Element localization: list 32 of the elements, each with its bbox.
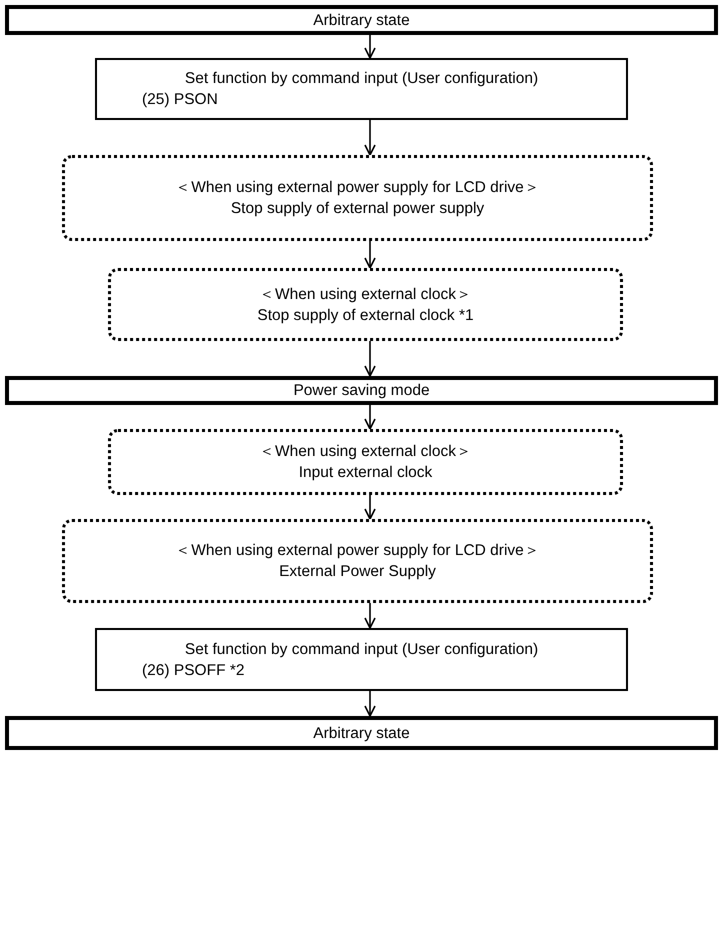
optional-step-box: [62, 519, 653, 603]
state-box: [5, 716, 718, 750]
condition-label: ＜When using external clock＞: [259, 442, 472, 462]
step-label: Power saving mode: [293, 381, 430, 401]
arrow: [364, 691, 376, 717]
condition-label: ＜When using external power supply for LCD drive＞: [175, 178, 540, 198]
step-label: External Power Supply: [279, 562, 436, 582]
arrow: [364, 341, 376, 377]
command-label: (25) PSON: [142, 90, 218, 110]
step-label: Input external clock: [298, 463, 432, 483]
optional-step-box: [62, 155, 653, 241]
step-label: Stop supply of external clock *1: [257, 306, 474, 326]
state-box: [5, 5, 718, 35]
arrow: [364, 241, 376, 269]
step-label: Set function by command input (User configuration): [184, 69, 538, 89]
optional-step-box: [108, 268, 623, 341]
step-label: Arbitrary state: [313, 724, 410, 744]
state-box: [5, 376, 718, 405]
arrow: [364, 495, 376, 520]
arrow: [364, 120, 376, 156]
condition-label: ＜When using external clock＞: [259, 284, 472, 304]
condition-label: ＜When using external power supply for LCD drive＞: [175, 541, 540, 561]
process-box: [95, 628, 628, 691]
process-box: [95, 58, 628, 120]
optional-step-box: [108, 429, 623, 495]
arrow: [364, 405, 376, 430]
step-label: Set function by command input (User configuration): [184, 640, 538, 660]
command-label: (26) PSOFF *2: [142, 660, 244, 680]
step-label: Stop supply of external power supply: [230, 199, 484, 219]
step-label: Arbitrary state: [313, 10, 410, 30]
arrow: [364, 603, 376, 629]
arrow: [364, 35, 376, 59]
